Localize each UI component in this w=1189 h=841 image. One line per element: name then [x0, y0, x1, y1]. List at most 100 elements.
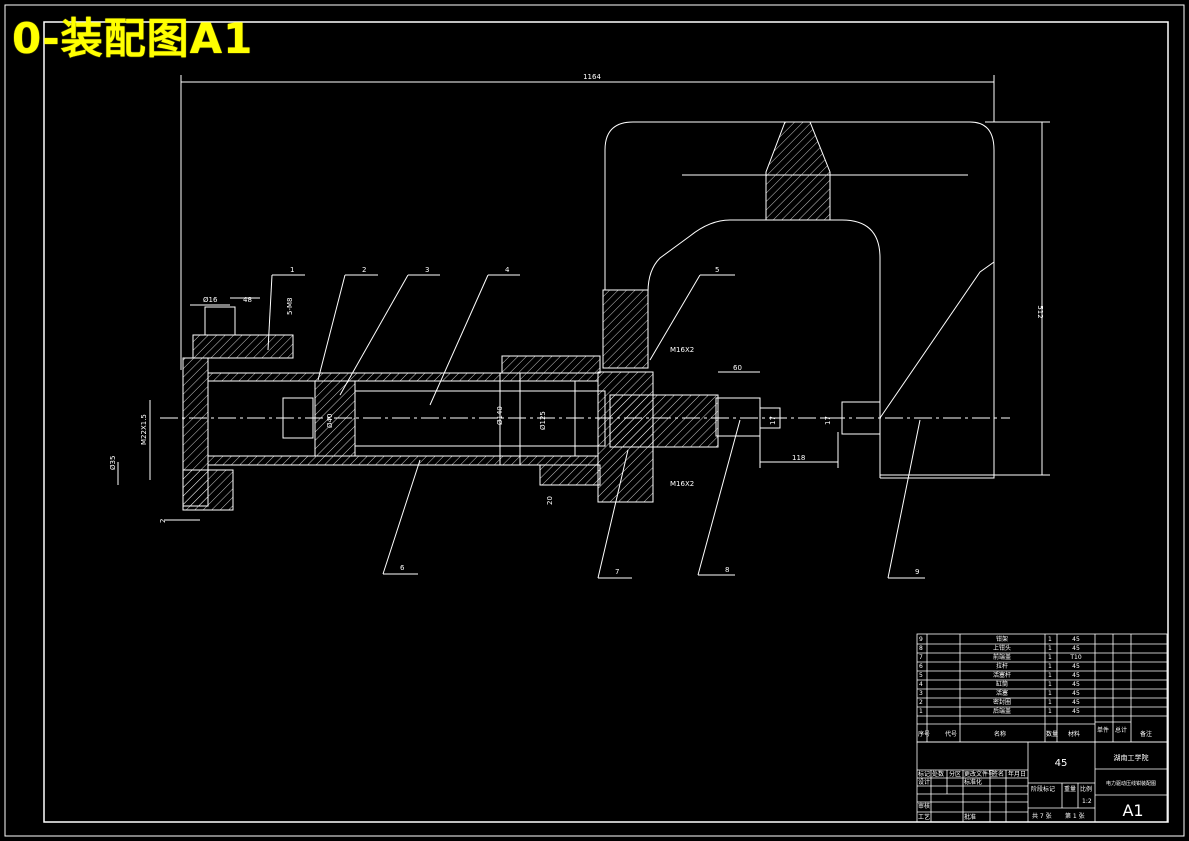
tb-scale-label: 比例	[1080, 785, 1092, 793]
bom-cell-qty: 1	[1048, 690, 1052, 697]
inner-border	[43, 21, 1169, 823]
bom-cell-material: T10	[1069, 654, 1081, 661]
bom-cell-no: 7	[919, 654, 923, 661]
dim-overall-length: 1164	[583, 73, 601, 81]
dim-port-thread: M22X1.5	[140, 414, 148, 445]
dim-thread-bottom: M16X2	[670, 480, 694, 488]
bom-header-unit: 单件	[1097, 726, 1109, 734]
bom-cell-qty: 1	[1048, 699, 1052, 706]
bom-cell-material: 45	[1072, 708, 1080, 715]
bom-cell-qty: 1	[1048, 645, 1052, 652]
dim-pin-offset: 48	[243, 296, 252, 304]
balloon-7: 7	[615, 568, 619, 576]
bom-cell-name: 拉杆	[996, 662, 1008, 670]
tb-total-sheets: 共 7 张	[1032, 812, 1052, 820]
balloon-5: 5	[715, 266, 719, 274]
bom-header-qty: 数量	[1046, 730, 1058, 738]
title-block	[916, 741, 1168, 823]
bom-cell-no: 1	[919, 708, 923, 715]
tb-drawing-name: 电力驱动压线钳装配图	[1106, 780, 1156, 787]
bom-cell-name: 钳架	[996, 635, 1008, 643]
bom-cell-name: 活塞	[996, 689, 1008, 697]
dim-base: 20	[546, 496, 554, 505]
tb-material: 45	[1055, 758, 1068, 769]
tb-stage: 阶段标记	[1031, 785, 1055, 793]
bom-cell-qty: 1	[1048, 672, 1052, 679]
balloon-3: 3	[425, 266, 429, 274]
tb-process: 工艺	[918, 813, 930, 821]
bom-header-material: 材料	[1068, 730, 1080, 738]
tb-sheet-no: 第 1 张	[1065, 812, 1085, 820]
bom-cell-material: 45	[1072, 672, 1080, 679]
balloon-4: 4	[505, 266, 510, 274]
dim-jaw-span: 118	[792, 454, 805, 462]
tb-mark: 标记	[918, 770, 930, 778]
bom-cell-material: 45	[1072, 699, 1080, 706]
bom-cell-material: 45	[1072, 681, 1080, 688]
tb-school: 湖南工学院	[1114, 753, 1149, 762]
bom-cell-no: 2	[919, 699, 923, 706]
dim-thread-top: M16X2	[670, 346, 694, 354]
bom-cell-name: 密封圈	[993, 698, 1011, 706]
bom-cell-name: 活塞杆	[993, 671, 1011, 679]
bom-header-name: 名称	[994, 730, 1006, 738]
balloon-8: 8	[725, 566, 729, 574]
tb-weight: 重量	[1064, 785, 1076, 793]
bom-cell-name: 前端盖	[993, 653, 1011, 661]
dim-jaw-gap-right: 17	[824, 416, 832, 425]
bom-header-total: 总计	[1115, 726, 1127, 734]
bom-cell-material: 45	[1072, 636, 1080, 643]
bom-cell-no: 5	[919, 672, 923, 679]
bom-cell-no: 4	[919, 681, 923, 688]
dim-pin-diameter: Ø16	[203, 296, 218, 304]
outer-border	[4, 4, 1185, 837]
dim-jaw-gap-left: 17	[769, 416, 777, 425]
bom-cell-qty: 1	[1048, 708, 1052, 715]
dim-edge-gap: 2	[159, 519, 167, 523]
dim-left-dia: Ø35	[109, 456, 117, 470]
tb-approve: 批准	[964, 813, 976, 821]
tb-count: 处数	[932, 770, 944, 778]
tb-sign: 签名	[992, 770, 1004, 778]
bom-header-remark: 备注	[1140, 730, 1152, 738]
dim-screw-callout: 5-M8	[286, 298, 294, 315]
bom-table	[916, 633, 1168, 743]
bom-cell-material: 45	[1072, 645, 1080, 652]
tb-design: 设计	[918, 778, 930, 786]
tb-zone: 分区	[949, 770, 961, 778]
tb-check: 审核	[918, 802, 930, 810]
dim-piston-dia: Ø125	[539, 411, 547, 430]
bom-cell-name: 后端盖	[993, 707, 1011, 715]
bom-cell-no: 8	[919, 645, 923, 652]
tb-scale: 1:2	[1082, 798, 1092, 805]
bom-header-code: 代号	[945, 730, 957, 738]
bom-header-no: 序号	[918, 730, 930, 738]
bom-cell-no: 6	[919, 663, 923, 670]
tb-standard: 标准化	[964, 778, 982, 786]
bom-cell-qty: 1	[1048, 663, 1052, 670]
balloon-1: 1	[290, 266, 294, 274]
balloon-6: 6	[400, 564, 405, 572]
bom-cell-no: 9	[919, 636, 923, 643]
dim-bore-dia: Ø140	[496, 406, 504, 425]
balloon-9: 9	[915, 568, 919, 576]
bom-cell-name: 缸筒	[996, 680, 1008, 688]
tb-change-no: 更改文件号	[964, 770, 994, 778]
bom-cell-no: 3	[919, 690, 923, 697]
tb-sheet-size: A1	[1122, 801, 1143, 820]
overlay-title: 0-装配图A1	[12, 14, 254, 63]
bom-cell-qty: 1	[1048, 681, 1052, 688]
bom-cell-qty: 1	[1048, 654, 1052, 661]
balloon-2: 2	[362, 266, 366, 274]
bom-cell-material: 45	[1072, 663, 1080, 670]
part-geometry	[117, 75, 1050, 579]
dim-overall-height: 512	[1036, 305, 1044, 318]
bom-cell-material: 45	[1072, 690, 1080, 697]
dim-jaw-length: 60	[733, 364, 742, 372]
bom-cell-name: 上钳头	[993, 644, 1011, 652]
tb-date: 年月日	[1008, 770, 1026, 778]
bom-cell-qty: 1	[1048, 636, 1052, 643]
dim-rod-dia: Ø40	[326, 414, 334, 428]
